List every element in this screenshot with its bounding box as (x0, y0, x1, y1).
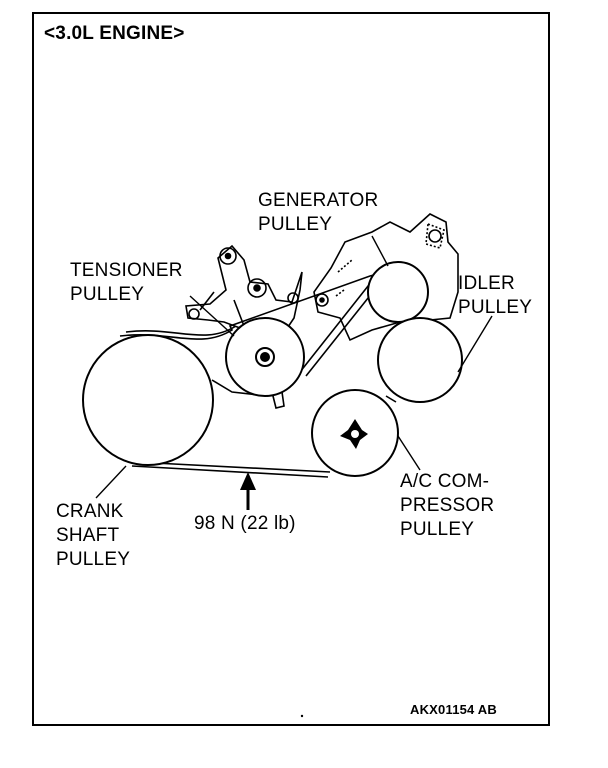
speck (300, 714, 304, 718)
tension-arrow (240, 472, 256, 510)
ac-compressor-pulley-label: A/C COM- PRESSOR PULLEY (400, 471, 495, 540)
diagram-title: <3.0L ENGINE> (44, 23, 185, 44)
idler-pulley-label: IDLER PULLEY (458, 273, 533, 318)
tensioner-pulley-label: TENSIONER PULLEY (70, 260, 183, 305)
generator-pulley (367, 261, 429, 323)
tensioner-pulley (225, 317, 305, 397)
crankshaft-pulley-label: CRANK SHAFT PULLEY (56, 501, 131, 570)
tensioner-bracket (185, 244, 303, 409)
idler-pulley (377, 317, 463, 403)
diagram-frame (32, 12, 550, 726)
generator-pulley-label: GENERATOR PULLEY (258, 190, 379, 235)
leader-lines (95, 235, 493, 499)
belt-tension-label: 98 N (22 lb) (194, 513, 296, 534)
generator-housing (313, 213, 459, 342)
figure-code: AKX01154 AB (410, 702, 497, 717)
ac-compressor-pulley (311, 389, 399, 477)
crankshaft-pulley (82, 334, 214, 466)
